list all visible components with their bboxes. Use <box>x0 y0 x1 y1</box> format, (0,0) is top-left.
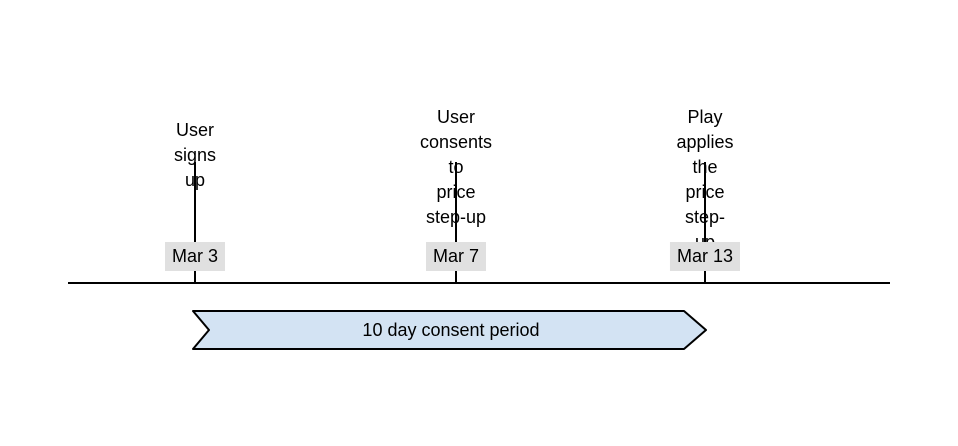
event-tick <box>704 162 706 283</box>
event-tick <box>455 162 457 283</box>
event-date-badge: Mar 13 <box>669 242 741 271</box>
consent-period-label: 10 day consent period <box>362 320 540 340</box>
event-date-badge: Mar 7 <box>425 242 487 271</box>
event-tick <box>194 162 196 283</box>
consent-period-ribbon-shape <box>192 310 707 350</box>
timeline-axis <box>68 282 890 284</box>
event-label: User signs up <box>173 120 217 190</box>
event-date-badge: Mar 3 <box>164 242 226 271</box>
